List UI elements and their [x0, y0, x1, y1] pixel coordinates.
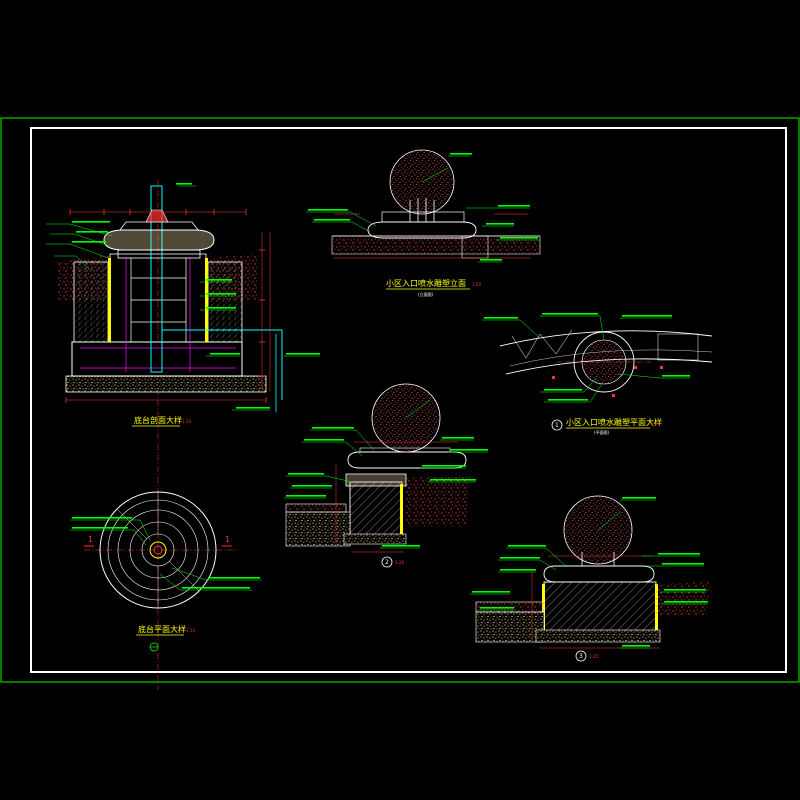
section-middle-view: 2 1:20 — [284, 383, 488, 568]
plan-path-outer — [499, 330, 713, 347]
plan-pedestal-view: 1 1 底台平面大样 1:10 — [70, 491, 262, 652]
leaders-middle — [284, 429, 488, 549]
leaders-plan-entrance — [482, 315, 690, 403]
cap-plinth — [117, 249, 201, 259]
plan-nozzle-ring — [149, 541, 167, 559]
leader-dots-middle — [286, 427, 488, 547]
plan-nozzle-core — [153, 545, 163, 555]
section-right-sphere-radius — [597, 511, 621, 531]
section-middle-pave — [285, 503, 347, 513]
section-right-marker-circle — [575, 650, 587, 662]
section-right-gravel-left — [475, 611, 545, 643]
outer-frame — [0, 117, 800, 683]
leaders-elevation — [306, 155, 540, 263]
section-middle-gravel-bottom — [343, 533, 407, 545]
leader-dots-plan — [72, 517, 260, 589]
elevation-ground-band — [331, 235, 541, 255]
wall-right — [207, 261, 243, 343]
plan-pedestal-scale: 1:10 — [186, 628, 195, 633]
leader-dots-right — [472, 497, 708, 647]
leaders-right — [470, 499, 708, 649]
drain-pipe — [162, 329, 283, 400]
cap-stone — [103, 229, 215, 251]
elevation-entrance-scale: 1:20 — [472, 282, 481, 287]
section-middle-marker-circle — [381, 556, 393, 568]
section-right-gravel-bottom — [535, 629, 661, 643]
cap-stone-top — [119, 221, 199, 231]
section-middle-block — [349, 481, 403, 539]
plan-curb — [511, 329, 573, 359]
elevation-entrance-title: 小区入口喷水雕塑立面 — [386, 278, 466, 288]
section-mark-right: 1 — [225, 535, 230, 544]
section-right-jets — [581, 552, 615, 566]
dimensions-section — [66, 211, 271, 401]
section-right-view: 3 1:20 — [470, 495, 710, 662]
wall-left — [73, 261, 109, 343]
elevation-sphere-radius — [421, 167, 449, 183]
plan-radials — [116, 492, 200, 608]
section-middle-marker: 2 — [385, 559, 389, 566]
section-right-cap — [543, 565, 655, 583]
dimensions-plan-entrance — [552, 366, 663, 397]
dimensions-middle — [335, 441, 458, 553]
section-right-soil-right — [656, 582, 710, 616]
plan-pedestal-title: 底台平面大样 — [138, 624, 186, 634]
concrete-slab — [71, 341, 243, 377]
section-middle-gravel-left — [285, 511, 351, 547]
inner-frame — [30, 127, 787, 673]
section-mark-left: 1 — [88, 535, 93, 544]
frame-verticals — [130, 258, 187, 342]
rebar-cage — [80, 258, 236, 372]
section-middle-sphere-radius — [405, 399, 431, 419]
elevation-pedestal-top — [381, 211, 465, 223]
leader-dots-plan-entrance — [484, 313, 690, 401]
leader-dots-section — [72, 183, 320, 409]
plan-entrance-subtitle: (平面图) — [594, 429, 610, 435]
elevation-entrance-subtitle: (立面图) — [418, 291, 434, 297]
gravel-base — [65, 375, 267, 393]
waterproof-layer-right — [205, 258, 208, 342]
plan-entrance-view: 1 小区入口喷水雕塑平面大样 1:20 (平面图) — [482, 313, 713, 435]
plan-entrance-marker-circle — [551, 419, 563, 431]
section-middle-waterproof — [400, 484, 403, 538]
nozzle — [145, 209, 169, 223]
plan-entrance-marker: 1 — [555, 422, 559, 429]
section-pedestal-view: 底台剖面大样 1:10 — [46, 180, 320, 690]
plan-entrance-title: 小区入口喷水雕塑平面大样 — [566, 417, 662, 427]
section-right-scale: 1:20 — [589, 654, 598, 659]
plan-entrance-scale: 1:20 — [651, 421, 660, 426]
dimension-ticks-section — [65, 209, 267, 403]
dimensions-elevation — [334, 213, 530, 259]
section-right-marker: 3 — [579, 653, 583, 660]
section-pedestal-scale: 1:10 — [182, 419, 191, 424]
section-middle-soil — [406, 476, 470, 526]
section-middle-cap — [347, 451, 467, 469]
elevation-pedestal — [367, 221, 477, 239]
section-middle-cap-stone — [345, 473, 407, 487]
vertical-pipe — [150, 185, 163, 373]
leaders-plan — [70, 519, 262, 591]
waterproof-layer-left — [108, 258, 111, 342]
section-right-body — [543, 581, 657, 639]
plan-grate — [657, 333, 699, 361]
elevation-jets — [409, 198, 435, 222]
elevation-entrance-view: 小区入口喷水雕塑立面 1:20 (立面图) — [306, 149, 541, 297]
section-middle-scale: 1:20 — [395, 560, 404, 565]
leader-dots-elevation — [308, 153, 538, 261]
section-pedestal-title: 底台剖面大样 — [134, 415, 182, 425]
